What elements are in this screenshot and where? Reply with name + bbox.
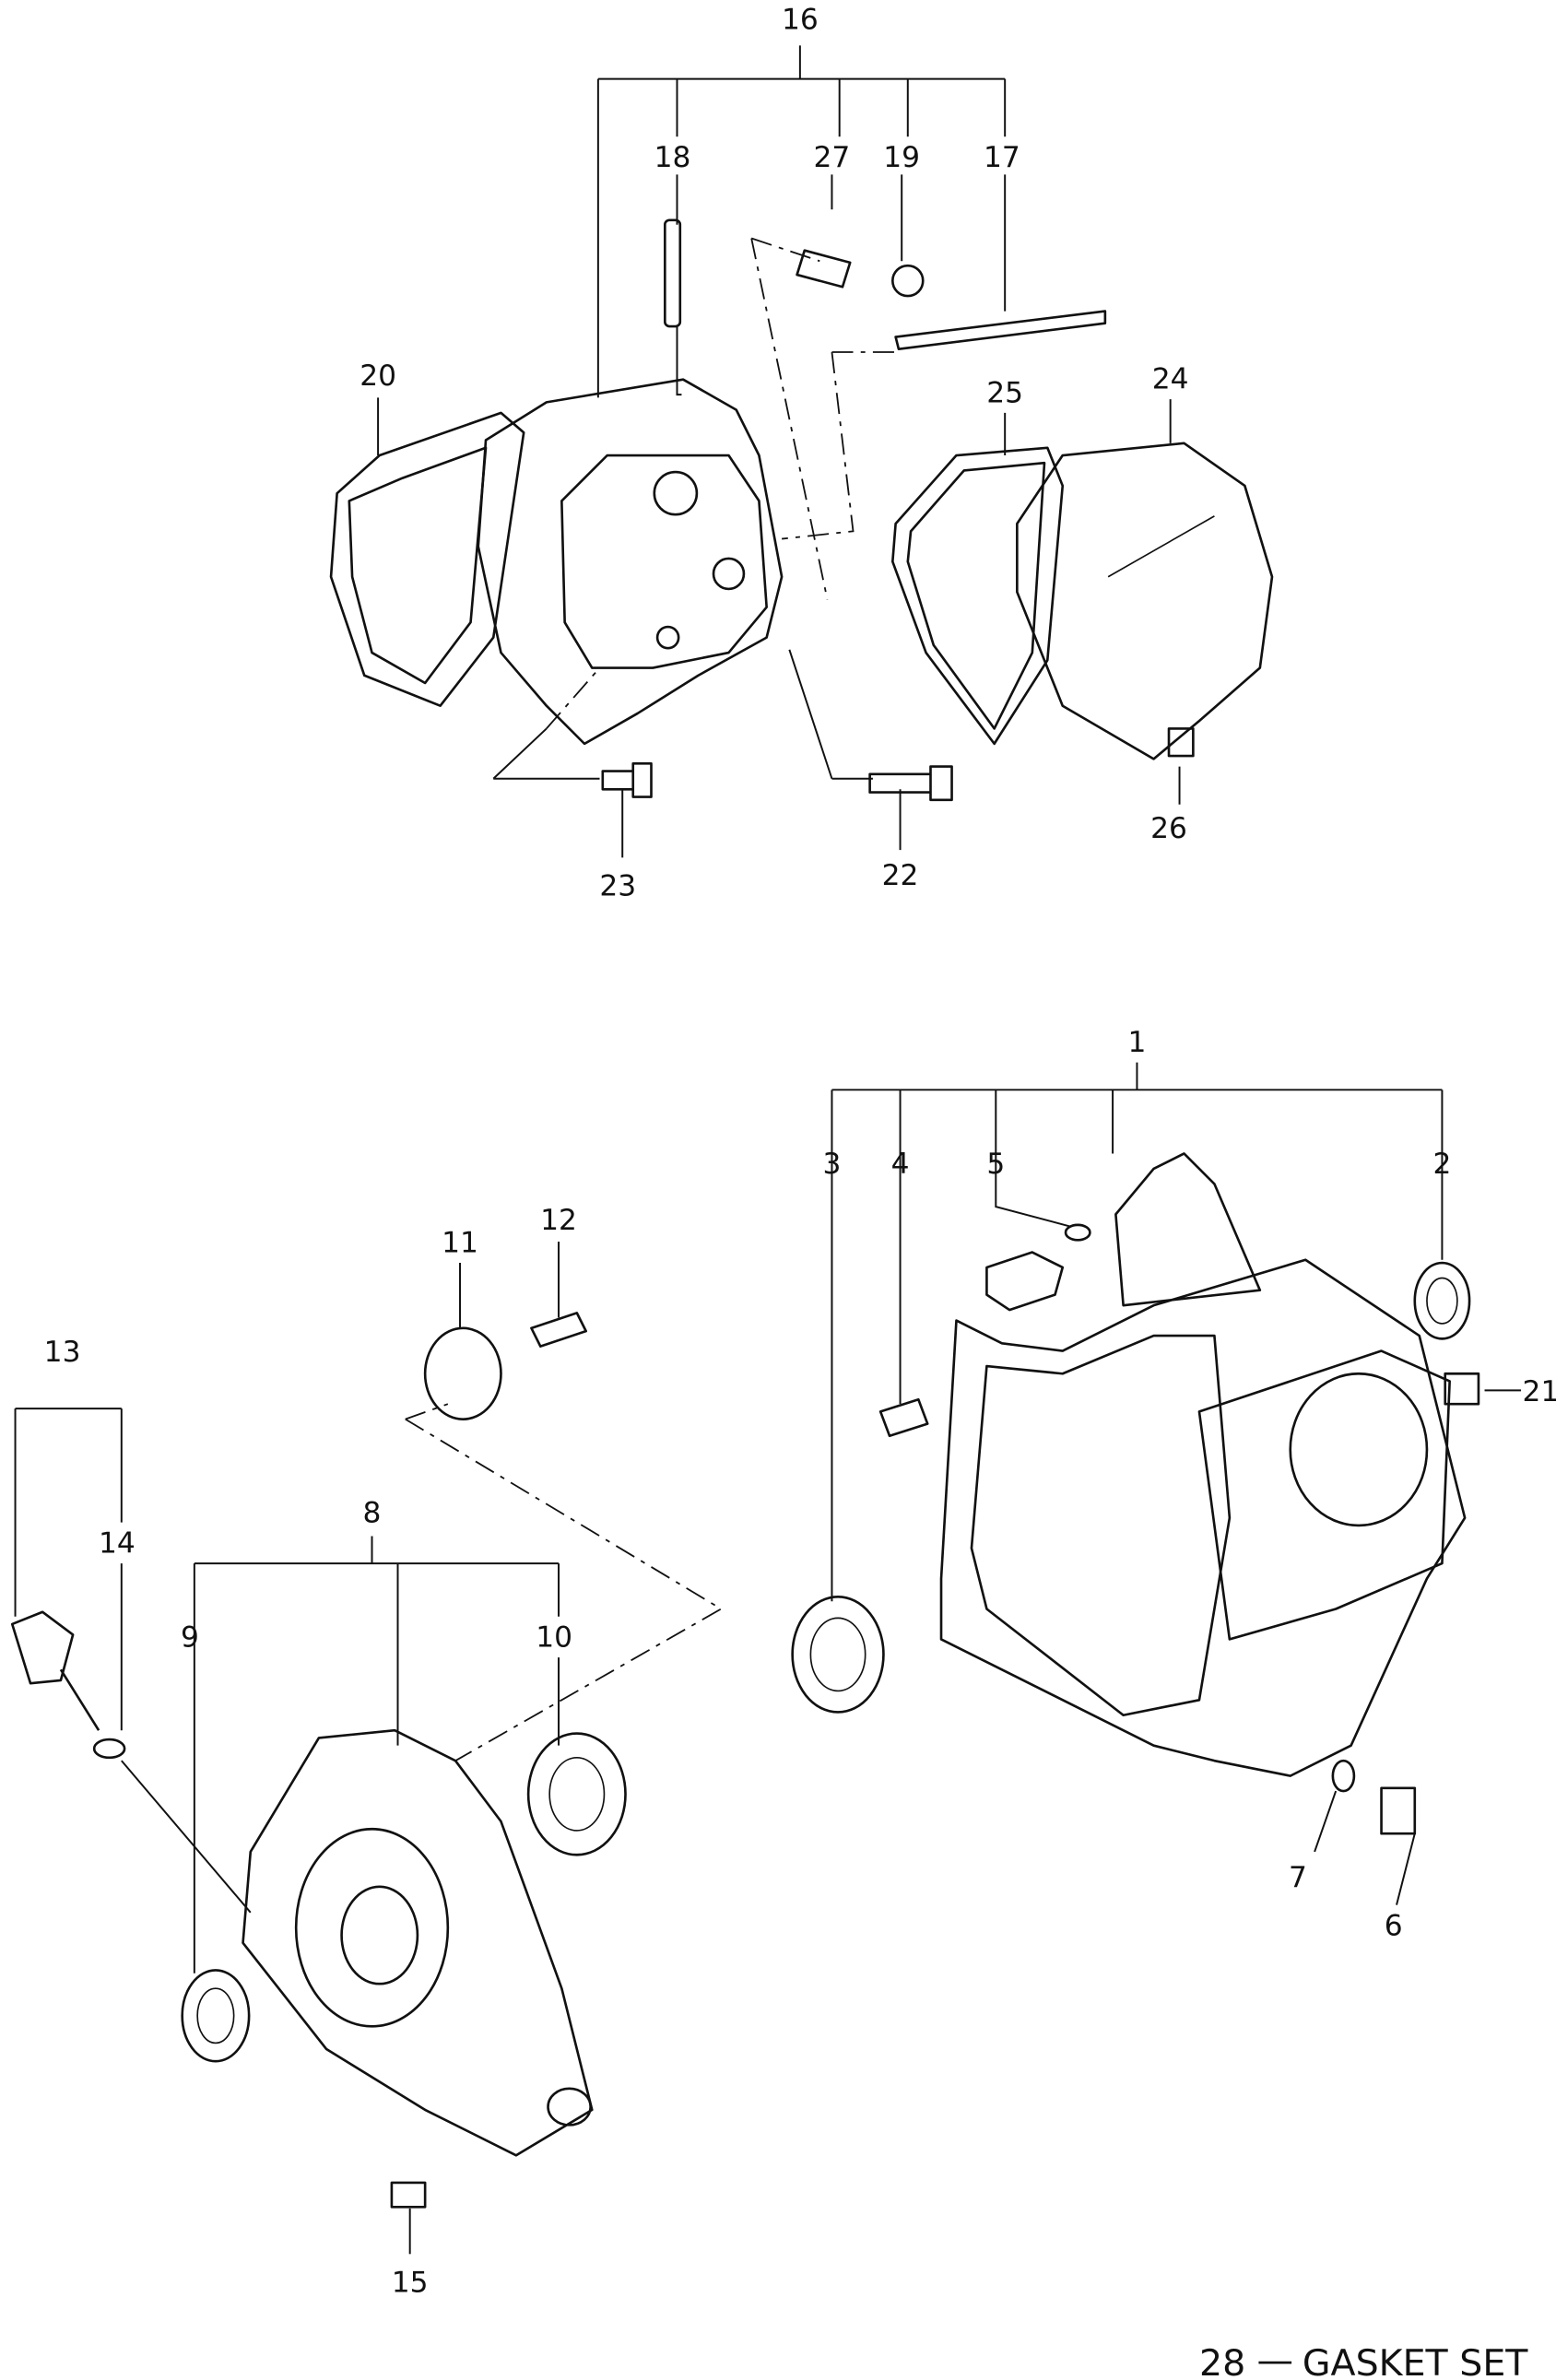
bolt-15 <box>390 2181 427 2209</box>
legend-dash: — <box>1257 2339 1294 2380</box>
callout-9: 9 <box>181 1621 199 1655</box>
bearing-10 <box>526 1732 627 1856</box>
dowel-pin-4 <box>878 1397 929 1438</box>
o-ring-14 <box>92 1738 126 1760</box>
callout-15: 15 <box>392 2266 429 2299</box>
crankcase-assembly <box>791 1152 1480 1835</box>
oil-seal-3 <box>791 1595 885 1714</box>
callout-19: 19 <box>883 141 920 174</box>
callout-18: 18 <box>654 141 691 174</box>
callout-5: 5 <box>986 1148 1005 1181</box>
callout-27: 27 <box>814 141 851 174</box>
bolt-22 <box>868 765 953 802</box>
callout-20: 20 <box>360 359 396 393</box>
callout-8: 8 <box>363 1497 382 1530</box>
oil-sensor-13 <box>10 1610 75 1685</box>
callout-16: 16 <box>782 3 819 36</box>
callout-4: 4 <box>891 1148 910 1181</box>
bolt-23 <box>601 761 653 798</box>
legend-label: GASKET SET <box>1303 2342 1528 2380</box>
bolt-12 <box>530 1312 588 1348</box>
callout-26: 26 <box>1150 812 1187 845</box>
washer-5 <box>1064 1223 1091 1242</box>
washer-7 <box>1331 1759 1356 1793</box>
legend-number: 28 <box>1199 2342 1245 2380</box>
head-gasket-20 <box>329 411 525 708</box>
callout-12: 12 <box>540 1204 577 1237</box>
valve-cover-24 <box>1016 442 1274 760</box>
callout-22: 22 <box>882 859 919 892</box>
callout-7: 7 <box>1289 1861 1307 1894</box>
crankcase-cover-8 <box>242 1728 594 2157</box>
gear-11 <box>423 1326 502 1420</box>
oil-seal-9 <box>181 1969 251 2063</box>
callout-2: 2 <box>1432 1148 1451 1181</box>
bolt-26 <box>1167 727 1195 758</box>
valve-cover-gasket-25 <box>891 446 1065 746</box>
dowel-pin-27 <box>796 249 852 289</box>
callout-10: 10 <box>536 1621 572 1655</box>
callout-24: 24 <box>1152 363 1189 396</box>
leader-lines <box>14 45 1522 2255</box>
cylinder-head-assembly <box>329 218 1274 802</box>
callout-3: 3 <box>823 1148 842 1181</box>
crankcase-cover-assembly <box>10 1312 627 2209</box>
cylinder-head <box>477 378 784 746</box>
callout-6: 6 <box>1385 1910 1403 1943</box>
legend: 28 — GASKET SET <box>1199 2339 1528 2380</box>
nut-19 <box>891 264 925 298</box>
callout-25: 25 <box>986 376 1023 409</box>
callout-21: 21 <box>1523 1375 1556 1408</box>
dowel-pin-21 <box>1444 1372 1480 1406</box>
stud-bolt-18 <box>664 218 682 328</box>
oil-seal-2 <box>1413 1261 1471 1340</box>
callout-13: 13 <box>44 1336 81 1369</box>
callout-1: 1 <box>1127 1026 1146 1059</box>
callout-14: 14 <box>99 1527 136 1561</box>
crankcase-1 <box>939 1258 1467 1777</box>
callout-17: 17 <box>984 141 1020 174</box>
drain-plug-6 <box>1380 1786 1417 1835</box>
push-rod-17 <box>894 310 1107 351</box>
callout-23: 23 <box>599 870 636 903</box>
callout-11: 11 <box>442 1227 478 1260</box>
